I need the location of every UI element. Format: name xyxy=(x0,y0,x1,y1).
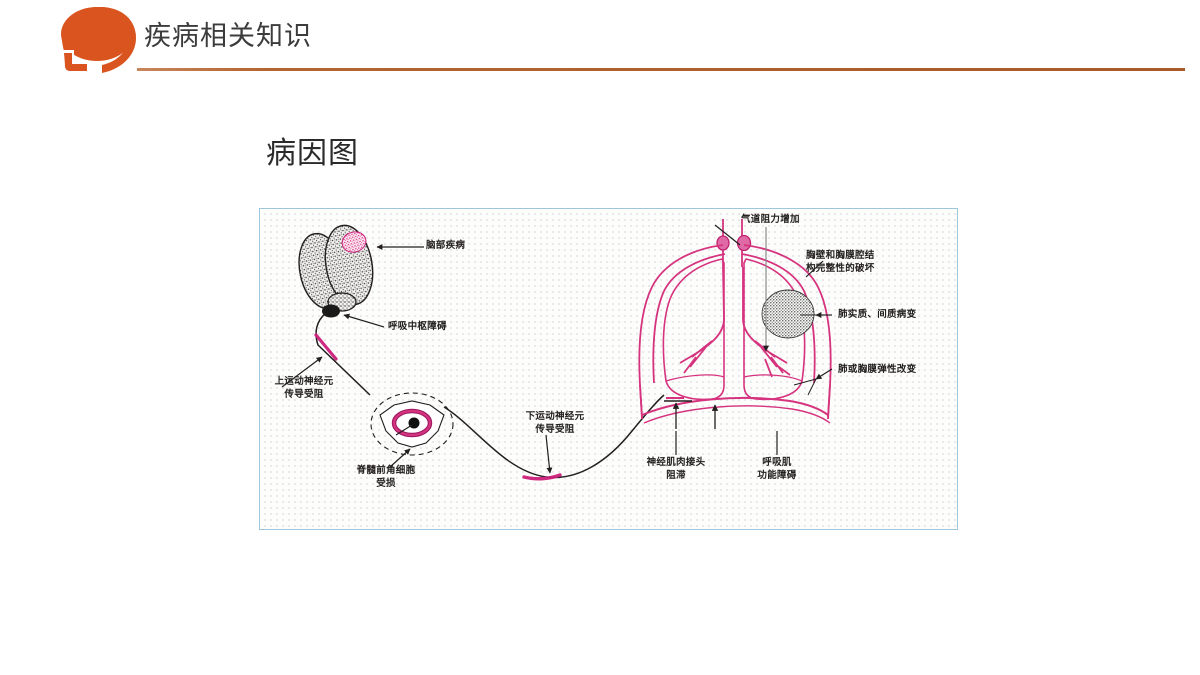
label-anterior-horn-cell-line1: 脊髓前角细胞 xyxy=(356,465,416,476)
lung-lesion-mass xyxy=(761,289,815,339)
label-respiratory-muscle-line2: 功能障碍 xyxy=(757,470,797,481)
etiology-diagram-drawing xyxy=(281,219,833,481)
header-divider xyxy=(137,68,1185,71)
diaphragm-arrows xyxy=(664,397,719,429)
slide-header: 疾病相关知识 xyxy=(0,0,1200,86)
label-lower-motor-neuron-line1: 下运动神经元 xyxy=(525,411,585,422)
etiology-diagram-figure: 脑部疾病 呼吸中枢障碍 上运动神经元 传导受阻 脊髓前角细胞 受损 下运动神经元… xyxy=(259,208,958,530)
section-title: 病因图 xyxy=(266,137,359,170)
label-lower-motor-neuron-line2: 传导受阻 xyxy=(535,424,575,435)
label-neuromuscular-block-line1: 神经肌肉接头 xyxy=(646,457,706,468)
head-profile-icon xyxy=(56,6,142,74)
lung-thorax-illustration xyxy=(638,219,832,424)
brain-illustration xyxy=(298,224,374,318)
label-brain-disease: 脑部疾病 xyxy=(426,240,466,251)
nerve-pathway xyxy=(314,312,665,481)
label-chest-wall-integrity-line1: 胸壁和胸膜腔结 xyxy=(806,250,875,261)
spinal-cord-cross-section xyxy=(370,392,454,456)
label-neuromuscular-block-line2: 阻滞 xyxy=(666,470,686,481)
label-lung-pleura-elasticity: 肺或胸膜弹性改变 xyxy=(838,364,917,375)
leader-lines xyxy=(281,224,833,474)
label-respiratory-center-disorder: 呼吸中枢障碍 xyxy=(388,321,447,332)
label-anterior-horn-cell-line2: 受损 xyxy=(376,478,396,489)
label-respiratory-muscle-line1: 呼吸肌 xyxy=(762,457,792,468)
page-title: 疾病相关知识 xyxy=(144,21,312,51)
label-upper-motor-neuron-line2: 传导受阻 xyxy=(284,389,324,400)
label-chest-wall-integrity-line2: 构完整性的破坏 xyxy=(806,263,875,274)
label-lung-parenchyma-lesion: 肺实质、间质病变 xyxy=(838,309,917,320)
label-upper-motor-neuron-line1: 上运动神经元 xyxy=(274,376,334,387)
label-airway-resistance: 气道阻力增加 xyxy=(741,214,800,225)
